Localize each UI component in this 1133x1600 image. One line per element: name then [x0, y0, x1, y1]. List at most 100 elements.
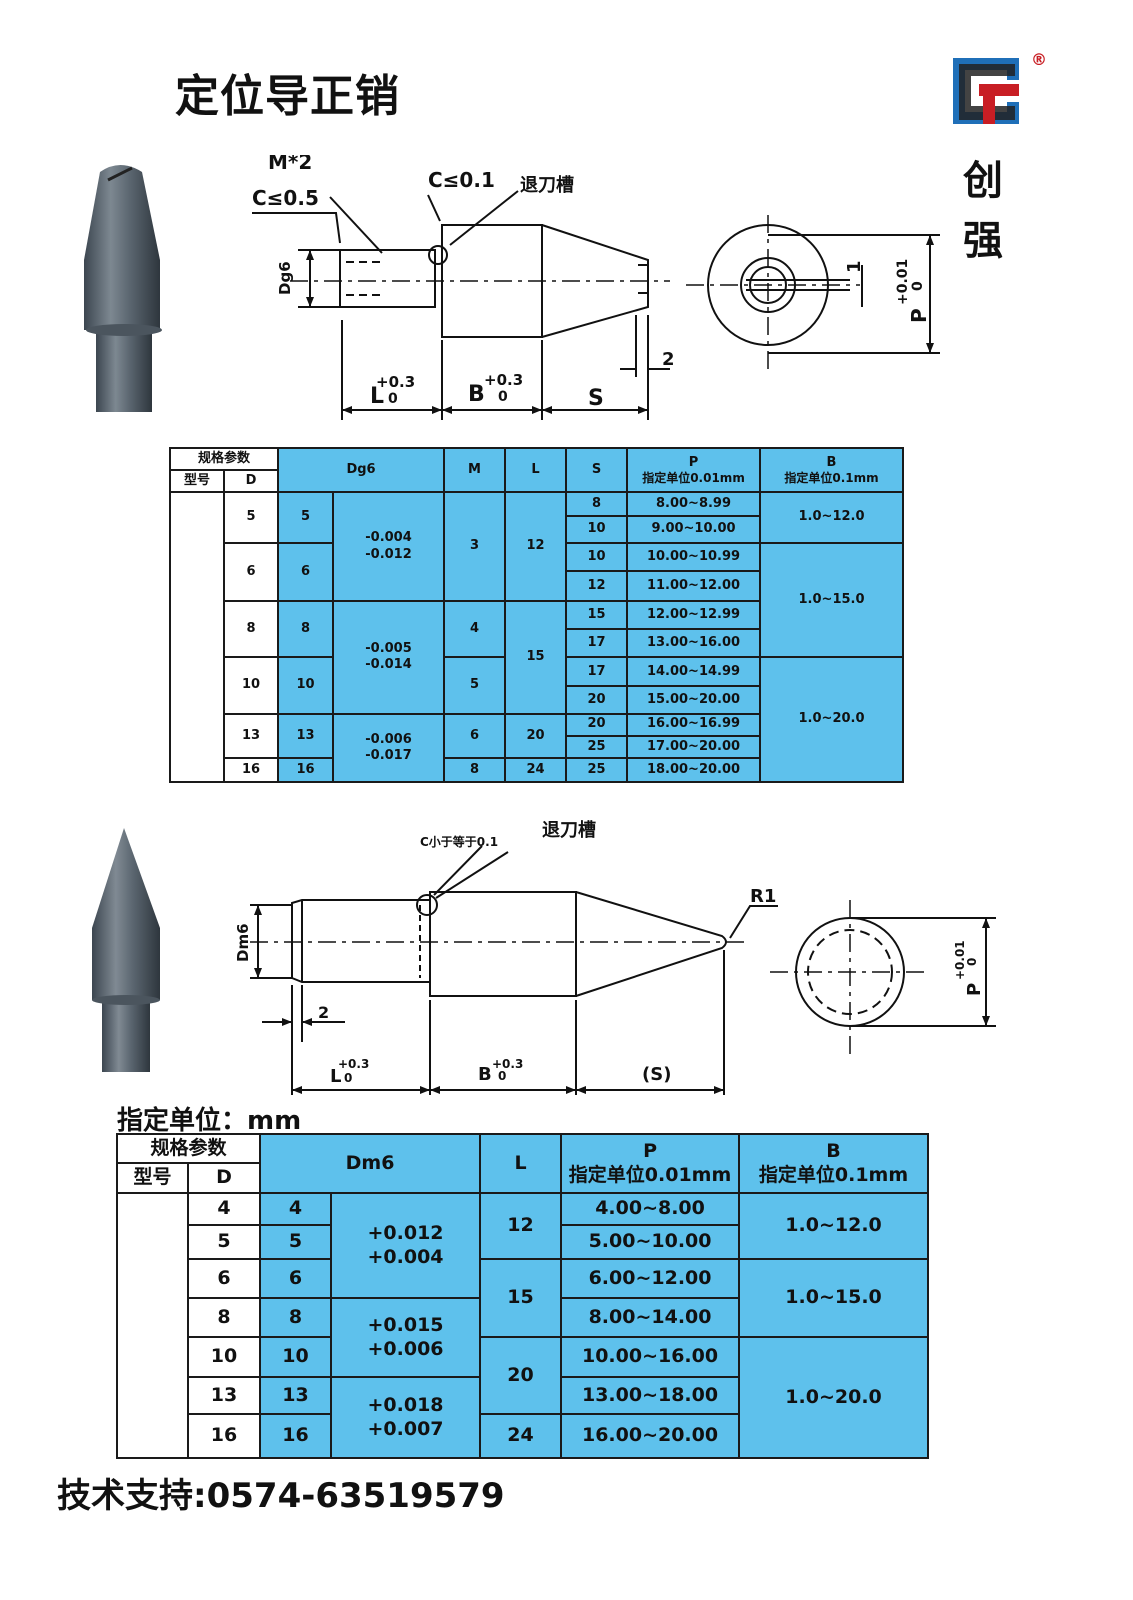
table-cell-l: 24	[479, 1413, 563, 1459]
table-cell-p: 13.00~18.00	[560, 1376, 741, 1415]
table-cell-d: 5	[222, 491, 280, 544]
table-cell-d: 10	[186, 1336, 262, 1378]
label-two: 2	[318, 1003, 329, 1022]
page-title: 定位导正销	[175, 71, 400, 122]
label-p-tol-up: +0.01	[895, 259, 911, 305]
table-cell-tol: -0.005-0.014	[332, 599, 446, 715]
table-cell-m: 5	[443, 656, 507, 715]
label-p-tol-lo: 0	[910, 281, 926, 291]
table-cell-d: 4	[186, 1192, 262, 1226]
table-cell-tol: -0.006-0.017	[332, 712, 446, 784]
logo-char-2: 强	[963, 218, 1003, 264]
table-cell-d: 10	[222, 656, 280, 715]
table-cell-s: 15	[565, 599, 629, 631]
header-m: M	[443, 446, 507, 494]
label-m2: M*2	[268, 155, 312, 174]
header-dg6: Dg6	[277, 446, 446, 494]
table-cell-dg6: 8	[277, 599, 335, 659]
table-cell-l: 24	[504, 756, 568, 784]
header-d: D	[186, 1162, 262, 1194]
label-b-tol-lo: 0	[498, 389, 508, 405]
label-s: S	[588, 386, 604, 411]
header-type: 型号	[169, 469, 225, 494]
table-cell-d: 16	[186, 1413, 262, 1459]
label-s: (S)	[642, 1064, 671, 1085]
table-cell-d: 6	[186, 1258, 262, 1299]
pin-photo-1	[84, 165, 162, 412]
table-cell-p: 10.00~10.99	[626, 541, 762, 572]
label-one: 1	[844, 260, 865, 273]
table-cell-p: 8.00~8.99	[626, 491, 762, 518]
unit-label: 指定单位：mm	[117, 1106, 302, 1136]
type-cell	[169, 491, 225, 783]
logo-mark-icon	[945, 50, 1027, 132]
table-cell-b: 1.0~12.0	[738, 1192, 930, 1260]
label-groove: 退刀槽	[542, 820, 596, 841]
table-cell-m: 6	[443, 712, 507, 759]
label-p: P	[907, 308, 931, 323]
technical-drawing-1: M*2 C≤0.5 C≤0.1 退刀槽 Dg6 1 P +0.01 0 2 L …	[252, 155, 940, 420]
table-cell-tol: +0.018+0.007	[330, 1376, 482, 1459]
label-dg6: Dg6	[276, 261, 294, 295]
pin-photo-2	[92, 828, 160, 1072]
table-cell-dm6: 16	[259, 1413, 333, 1459]
table-cell-d: 8	[222, 599, 280, 659]
header-type: 型号	[116, 1162, 189, 1194]
label-b-tol-up: +0.3	[492, 1057, 523, 1071]
header-l: L	[479, 1133, 563, 1194]
table-cell-s: 10	[565, 515, 629, 544]
table-cell-p: 15.00~20.00	[626, 685, 762, 715]
table-cell-p: 16.00~20.00	[560, 1413, 741, 1459]
header-s: S	[565, 446, 629, 494]
table-cell-dm6: 4	[259, 1192, 333, 1226]
table-cell-s: 25	[565, 734, 629, 759]
label-l-tol-lo: 0	[344, 1071, 352, 1085]
table-cell-tol: -0.004-0.012	[332, 491, 446, 602]
table-cell-dg6: 13	[277, 712, 335, 759]
label-l: L	[330, 1066, 341, 1087]
table-cell-m: 3	[443, 491, 507, 602]
table-cell-p: 4.00~8.00	[560, 1192, 741, 1226]
table-cell-p: 13.00~16.00	[626, 628, 762, 659]
table-cell-p: 9.00~10.00	[626, 515, 762, 544]
table-cell-tol: +0.012+0.004	[330, 1192, 482, 1299]
label-p: P	[964, 983, 985, 996]
label-p-tol-up: +0.01	[953, 940, 967, 980]
label-l-tol-up: +0.3	[338, 1057, 369, 1071]
table-cell-d: 8	[186, 1297, 262, 1338]
label-groove: 退刀槽	[520, 174, 574, 196]
label-l-tol-lo: 0	[388, 391, 398, 407]
table-cell-p: 12.00~12.99	[626, 599, 762, 631]
table-cell-p: 16.00~16.99	[626, 712, 762, 737]
table-cell-p: 17.00~20.00	[626, 734, 762, 759]
technical-drawing-2: C小于等于0.1 退刀槽 R1 Dm6 2 P +0.01 0 L +0.3 0…	[234, 820, 996, 1095]
table-cell-m: 8	[443, 756, 507, 784]
table-cell-l: 15	[479, 1258, 563, 1338]
table-cell-b: 1.0~12.0	[759, 491, 905, 544]
table-cell-d: 6	[222, 541, 280, 602]
header-d: D	[222, 469, 280, 494]
label-c05: C≤0.5	[252, 186, 319, 210]
table-cell-dm6: 5	[259, 1224, 333, 1260]
label-b: B	[468, 382, 485, 407]
tech-support-phone: 技术支持:0574-63519579	[57, 1476, 505, 1516]
table-cell-p: 10.00~16.00	[560, 1336, 741, 1378]
table-cell-l: 15	[504, 599, 568, 715]
table-cell-dg6: 5	[277, 491, 335, 544]
table-cell-dg6: 16	[277, 756, 335, 784]
table-cell-s: 25	[565, 756, 629, 784]
table-cell-dg6: 6	[277, 541, 335, 602]
table-cell-b: 1.0~15.0	[759, 541, 905, 659]
label-c01: C≤0.1	[428, 168, 495, 192]
header-dm6: Dm6	[259, 1133, 482, 1194]
table-cell-dg6: 10	[277, 656, 335, 715]
table-cell-p: 8.00~14.00	[560, 1297, 741, 1338]
table-cell-m: 4	[443, 599, 507, 659]
table-cell-d: 16	[222, 756, 280, 784]
label-b-tol-lo: 0	[498, 1069, 506, 1083]
